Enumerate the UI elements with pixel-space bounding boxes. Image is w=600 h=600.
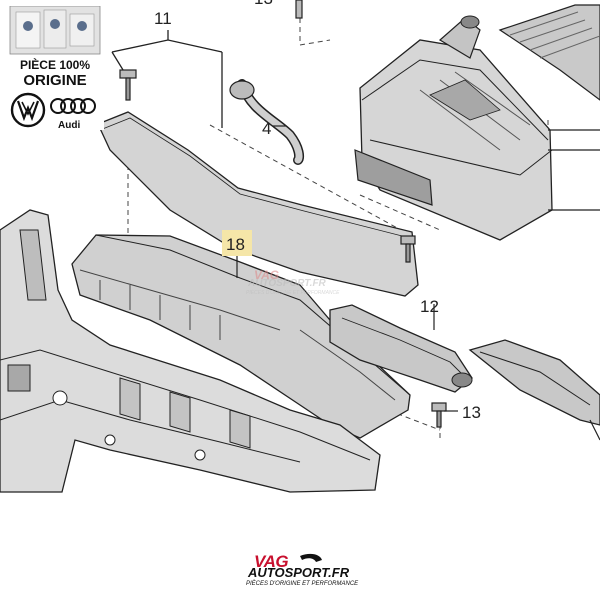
footer-logo-top: VAG [254, 552, 289, 571]
footer-brand-logo: VAG AUTOSPORT.FR PIÈCES D'ORIGINE ET PER… [240, 552, 360, 592]
badge-line1: PIÈCE 100% [19, 58, 91, 72]
bolt-icon [431, 402, 447, 428]
bolt-icon [295, 0, 303, 19]
intake-panel-ribbed [498, 4, 600, 101]
bolt-icon [400, 235, 416, 263]
highlight-box [222, 230, 252, 256]
audi-rings-icon [50, 98, 96, 114]
callout-4: 4 [262, 119, 271, 138]
footer-logo-swoosh [300, 553, 322, 562]
parts-box-photo [9, 6, 101, 55]
callout-label: 11 [154, 9, 172, 28]
air-filter-box [354, 15, 553, 241]
callout-label: 18 [226, 235, 245, 254]
callout-label: 4 [262, 119, 271, 138]
genuine-part-badge: PIÈCE 100% ORIGINE Audi [6, 6, 104, 131]
part-11-gasket-strip [97, 111, 419, 297]
leader-lines-right [548, 129, 600, 211]
right-duct-part [468, 339, 600, 441]
callout-top-partial: 13 [254, 0, 273, 8]
footer-logo-sub: PIÈCES D'ORIGINE ET PERFORMANCE [246, 581, 359, 587]
footer-logo-middle: AUTOSPORT.FR [248, 565, 350, 580]
part-12-duct [329, 304, 473, 393]
callout-18: 18 [222, 230, 252, 278]
watermark-top: VAG [254, 268, 280, 282]
badge-line2: ORIGINE [23, 72, 87, 89]
callout-11: 11 [154, 9, 172, 28]
radiator-support-frame [0, 209, 381, 493]
watermark-logo: VAG AUTOSPORT.FR PIÈCES D'ORIGINE ET PER… [246, 268, 356, 304]
brand-text-audi: Audi [58, 120, 81, 131]
badge-artwork [9, 6, 101, 128]
callout-label: 13 [462, 403, 481, 422]
callout-13: 13 [444, 403, 481, 422]
watermark-middle: AUTOSPORT.FR [248, 278, 326, 289]
callout-12: 12 [420, 297, 439, 316]
part-18-air-duct [71, 234, 411, 439]
vw-logo-icon [10, 92, 46, 128]
callout-label: 12 [420, 297, 439, 316]
part-4-hose [229, 79, 304, 165]
watermark-sub: PIÈCES D'ORIGINE ET PERFORMANCE [246, 290, 340, 296]
callout-label: 13 [254, 0, 273, 8]
bolt-icon [119, 69, 137, 101]
